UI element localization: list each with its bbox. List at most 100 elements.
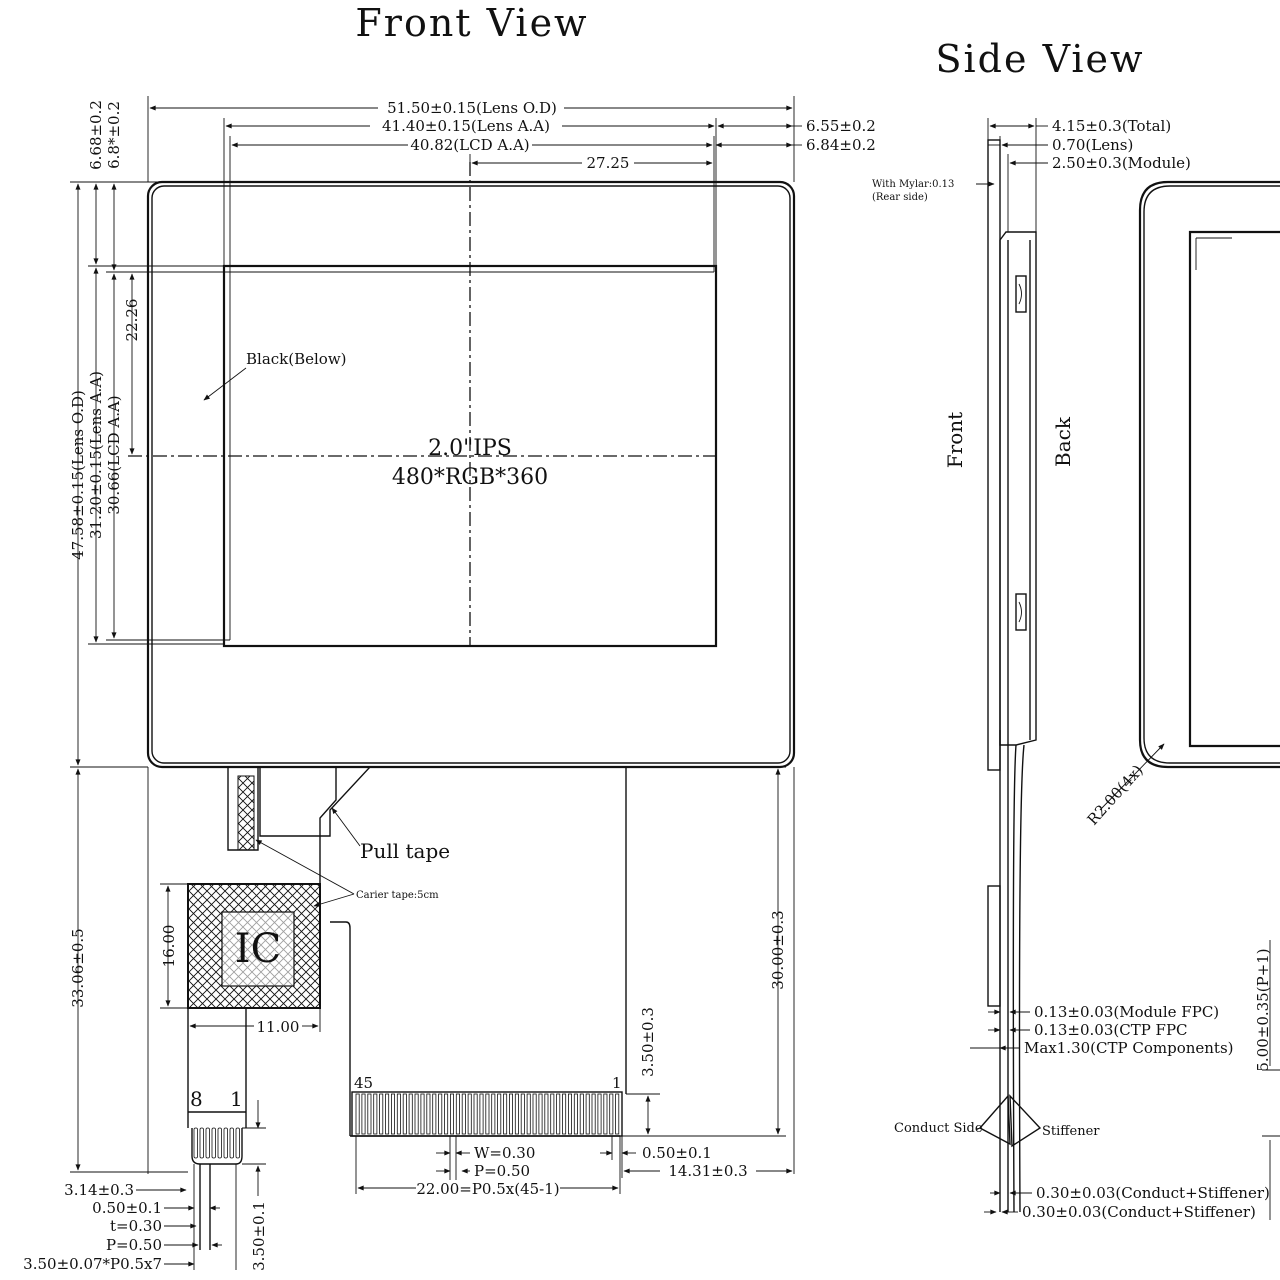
dim-6-8: 6.8*±0.2 — [105, 101, 123, 169]
stiffener-label: Stiffener — [1042, 1124, 1100, 1139]
left-dimensions — [70, 181, 230, 768]
dim-ctp-fpc: 0.13±0.03(CTP FPC — [1034, 1021, 1188, 1039]
dim-lens: 0.70(Lens) — [1052, 136, 1133, 154]
dim-lcd-aa-height: 30.66(LCD A.A) — [105, 395, 123, 514]
back-side-label: Back — [1051, 416, 1075, 467]
connector-finger — [550, 1093, 555, 1135]
connector-finger — [562, 1093, 567, 1135]
dim-5-00: 5.00±0.35(P+1) — [1254, 948, 1272, 1071]
rear-side-label: (Rear side) — [872, 192, 928, 203]
pull-tape-label: Pull tape — [360, 839, 450, 863]
connector-finger — [432, 1093, 437, 1135]
fpc-dimensions — [70, 766, 795, 1270]
connector-finger — [379, 1093, 384, 1135]
connector-finger — [597, 1093, 602, 1135]
dim-lens-aa-width: 41.40±0.15(Lens A.A) — [382, 117, 550, 135]
front-view-title: Front View — [355, 1, 588, 45]
connector-finger — [544, 1093, 549, 1135]
connector-finger — [485, 1093, 490, 1135]
fpc-assembly — [187, 766, 627, 1250]
connector-finger — [473, 1093, 478, 1135]
dim-ctp-components: Max1.30(CTP Components) — [1024, 1039, 1234, 1057]
connector-finger — [426, 1093, 431, 1135]
connector-finger — [444, 1093, 449, 1135]
connector-finger — [556, 1093, 561, 1135]
dim-conduct-stiffener-1: 0.30±0.03(Conduct+Stiffener) — [1036, 1184, 1270, 1202]
connector-finger — [615, 1093, 620, 1135]
dim-p: P=0.50 — [474, 1162, 530, 1180]
connector-finger — [538, 1093, 543, 1135]
back-view-partial — [1099, 180, 1280, 1220]
dim-6-84: 6.84±0.2 — [806, 136, 876, 154]
side-view-title: Side View — [935, 37, 1144, 81]
tail-finger — [211, 1127, 216, 1159]
pin-45-label: 45 — [354, 1074, 373, 1092]
side-view-profile — [970, 118, 1048, 1215]
dim-30-00: 30.00±0.3 — [769, 910, 787, 989]
conduct-side-label: Conduct Side — [894, 1121, 983, 1136]
connector-finger — [420, 1093, 425, 1135]
black-below-label: Black(Below) — [246, 350, 347, 368]
dim-3-50-b: 3.50±0.07*P0.5x7 — [23, 1255, 162, 1273]
connector-finger — [438, 1093, 443, 1135]
connector-finger — [603, 1093, 608, 1135]
dim-3-14: 3.14±0.3 — [64, 1181, 134, 1199]
tail-finger — [235, 1127, 240, 1159]
connector-finger — [520, 1093, 525, 1135]
connector-finger — [461, 1093, 466, 1135]
connector-finger — [497, 1093, 502, 1135]
connector-finger — [479, 1093, 484, 1135]
pin-1b-label: 1 — [230, 1087, 243, 1111]
connector-finger — [568, 1093, 573, 1135]
dim-6-55: 6.55±0.2 — [806, 117, 876, 135]
dim-3-50-c: 3.50±0.1 — [250, 1201, 268, 1271]
dim-lens-od-height: 47.58±0.15(Lens O.D) — [69, 390, 87, 560]
connector-finger — [591, 1093, 596, 1135]
front-side-label: Front — [943, 412, 967, 468]
resolution-label: 480*RGB*360 — [392, 465, 548, 490]
tail-finger — [229, 1127, 234, 1159]
dim-33-06: 33.06±0.5 — [69, 928, 87, 1007]
tail-finger — [199, 1127, 204, 1159]
dim-6-68: 6.68±0.2 — [87, 100, 105, 170]
connector-finger — [609, 1093, 614, 1135]
connector-finger — [361, 1093, 366, 1135]
dim-total: 4.15±0.3(Total) — [1052, 117, 1171, 135]
connector-finger — [455, 1093, 460, 1135]
connector-finger — [373, 1093, 378, 1135]
connector-finger — [526, 1093, 531, 1135]
pin-1-label: 1 — [612, 1074, 622, 1092]
top-dimensions — [147, 96, 802, 272]
ic-label: IC — [235, 926, 281, 972]
connector-finger — [355, 1093, 360, 1135]
pin-8-label: 8 — [190, 1087, 203, 1111]
connector-finger — [467, 1093, 472, 1135]
connector-finger — [402, 1093, 407, 1135]
dim-w: W=0.30 — [474, 1144, 535, 1162]
connector-finger — [390, 1093, 395, 1135]
dim-11-00: 11.00 — [257, 1018, 300, 1036]
panel-size-label: 2.0"IPS — [428, 436, 512, 461]
dim-lcd-aa-width: 40.82(LCD A.A) — [410, 136, 529, 154]
dim-lens-od-width: 51.50±0.15(Lens O.D) — [387, 99, 557, 117]
connector-finger — [449, 1093, 454, 1135]
connector-finger — [491, 1093, 496, 1135]
connector-finger — [385, 1093, 390, 1135]
connector-finger — [508, 1093, 513, 1135]
tail-finger — [193, 1127, 198, 1159]
dim-0-50-b: 0.50±0.1 — [92, 1199, 162, 1217]
dim-22-00: 22.00=P0.5x(45-1) — [416, 1180, 559, 1198]
dim-module: 2.50±0.3(Module) — [1052, 154, 1191, 172]
dim-lens-aa-height: 31.20±0.15(Lens A.A) — [87, 371, 105, 539]
connector-finger — [408, 1093, 413, 1135]
connector-finger — [514, 1093, 519, 1135]
mylar-label: With Mylar:0.13 — [872, 179, 954, 190]
dim-t: t=0.30 — [110, 1217, 162, 1235]
connector-finger — [503, 1093, 508, 1135]
connector-finger — [367, 1093, 372, 1135]
dim-14-31: 14.31±0.3 — [668, 1162, 747, 1180]
tail-finger — [223, 1127, 228, 1159]
dim-module-fpc: 0.13±0.03(Module FPC) — [1034, 1003, 1219, 1021]
dim-0-50-a: 0.50±0.1 — [642, 1144, 712, 1162]
